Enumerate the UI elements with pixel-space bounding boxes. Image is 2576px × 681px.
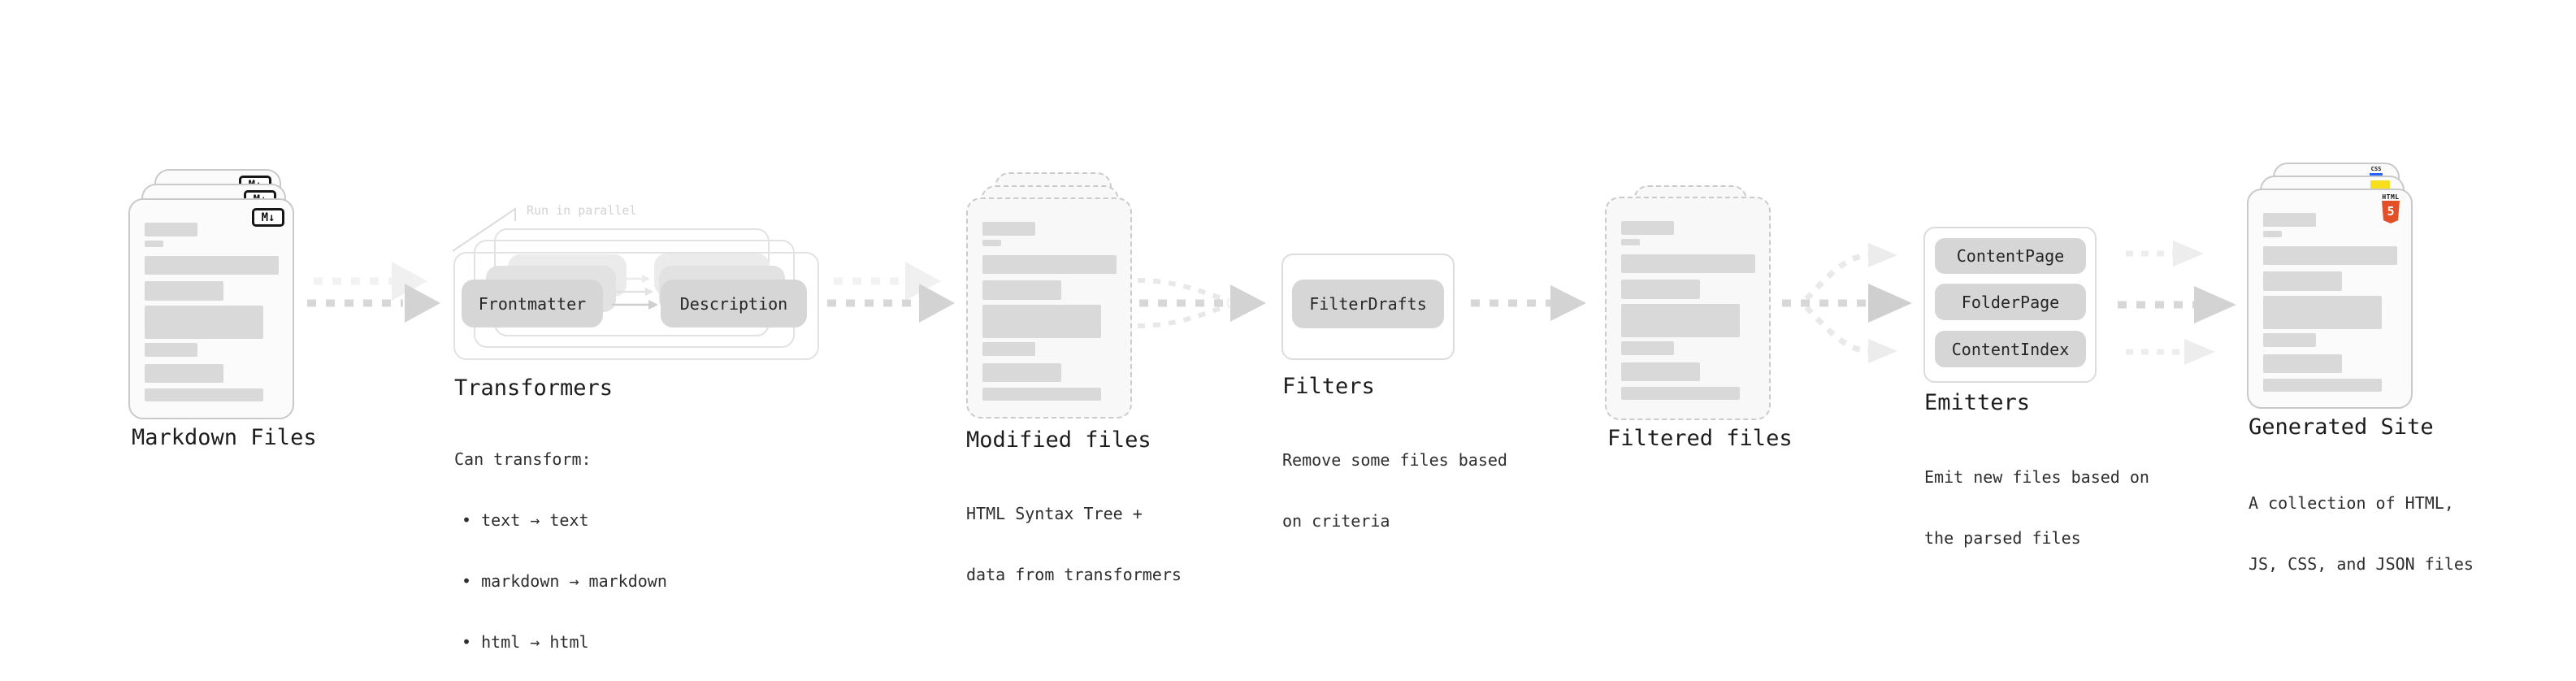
stage-title: Markdown Files [132,425,317,450]
emitter-pill-folderpage: FolderPage [1935,284,2086,320]
text-line-placeholder [145,364,223,383]
stage-title: Filtered files [1607,426,1793,451]
text-line-placeholder [982,305,1101,338]
desc-line: Remove some files based [1282,450,1507,470]
text-line-placeholder [2263,333,2316,347]
html5-icon-shield: 5 [2382,201,2400,223]
text-line-placeholder [1621,387,1740,400]
text-line-placeholder [982,255,1117,274]
stage-title: Modified files [966,427,1151,453]
flow-arrow-icon [827,262,955,323]
css-icon-label: CSS [2370,166,2382,172]
transformer-pill-description: Description [661,280,807,327]
document-content-placeholder [145,223,279,401]
desc-line: data from transformers [966,565,1182,584]
document-card: HTML 5 [2247,189,2413,409]
stage-description: HTML Syntax Tree + data from transformer… [966,463,1182,626]
desc-line: HTML Syntax Tree + [966,504,1143,523]
parallel-arrows-icon [612,275,658,310]
desc-line: the parsed files [1924,528,2081,548]
emitter-pill-contentindex: ContentIndex [1935,331,2086,367]
document-content-placeholder [2263,213,2397,392]
transformer-layer-box [453,252,819,360]
html5-icon-label: HTML [2382,193,2400,201]
run-in-parallel-note: Run in parallel [527,203,637,218]
text-line-placeholder [982,280,1061,300]
converging-arrow-icon [1137,278,1266,328]
text-line-placeholder [2263,231,2282,237]
text-line-placeholder [145,256,279,275]
filter-pill-filterdrafts: FilterDrafts [1292,280,1444,328]
text-line-placeholder [145,281,223,301]
stage-description: Emit new files based on the parsed files [1924,427,2149,589]
css-icon: CSS [2370,167,2383,176]
text-line-placeholder [2263,271,2342,291]
text-line-placeholder [1621,280,1700,299]
diverging-arrow-icon [1782,243,1912,363]
desc-line: Emit new files based on [1924,467,2149,487]
flow-arrow-icon [307,262,440,323]
js-icon [2370,180,2390,189]
document-card [966,197,1132,419]
text-line-placeholder [982,240,1001,246]
bullet-item: • html → html [462,632,589,652]
stage-description: A collection of HTML, JS, CSS, and JSON … [2249,453,2474,615]
text-line-placeholder [145,306,263,339]
text-line-placeholder [1621,239,1640,245]
stage-description: Can transform: • text → text • markdown … [454,409,667,681]
html5-icon: HTML 5 [2381,193,2400,223]
text-line-placeholder [2263,354,2342,373]
text-line-placeholder [982,388,1101,401]
desc-line: JS, CSS, and JSON files [2249,554,2474,574]
emitter-pill-contentpage: ContentPage [1935,238,2086,274]
text-line-placeholder [1621,304,1740,337]
bullet-item: • text → text [462,510,589,530]
text-line-placeholder [982,342,1035,356]
callout-line [452,207,516,252]
triple-arrow-icon [2118,241,2236,365]
markdown-icon-label: M↓ [261,210,275,224]
stage-title: Generated Site [2249,414,2434,440]
document-card: M↓ [128,198,294,419]
document-content-placeholder [982,222,1117,401]
text-line-placeholder [982,363,1061,382]
text-line-placeholder [982,222,1035,236]
text-line-placeholder [145,223,197,236]
flow-arrow-icon [1471,285,1586,321]
text-line-placeholder [2263,296,2382,329]
text-line-placeholder [145,388,263,401]
text-line-placeholder [1621,362,1700,381]
desc-heading: Can transform: [454,449,592,469]
stage-title: Emitters [1924,390,2031,415]
text-line-placeholder [145,343,197,357]
stage-title: Transformers [454,375,614,401]
markdown-icon: M↓ [252,208,284,227]
bullet-item: • markdown → markdown [462,571,667,591]
desc-line: A collection of HTML, [2249,493,2454,513]
text-line-placeholder [2263,379,2382,392]
stage-description: Remove some files based on criteria [1282,410,1507,572]
stage-title: Filters [1282,374,1375,399]
text-line-placeholder [1621,254,1755,273]
document-card [1605,197,1771,420]
text-line-placeholder [1621,221,1674,235]
css-icon-underline [2370,173,2383,176]
text-line-placeholder [2263,213,2316,227]
text-line-placeholder [145,241,163,247]
desc-line: on criteria [1282,511,1390,531]
transformer-pill-frontmatter: Frontmatter [462,280,603,327]
document-content-placeholder [1621,221,1755,400]
text-line-placeholder [2263,246,2397,265]
text-line-placeholder [1621,341,1674,355]
